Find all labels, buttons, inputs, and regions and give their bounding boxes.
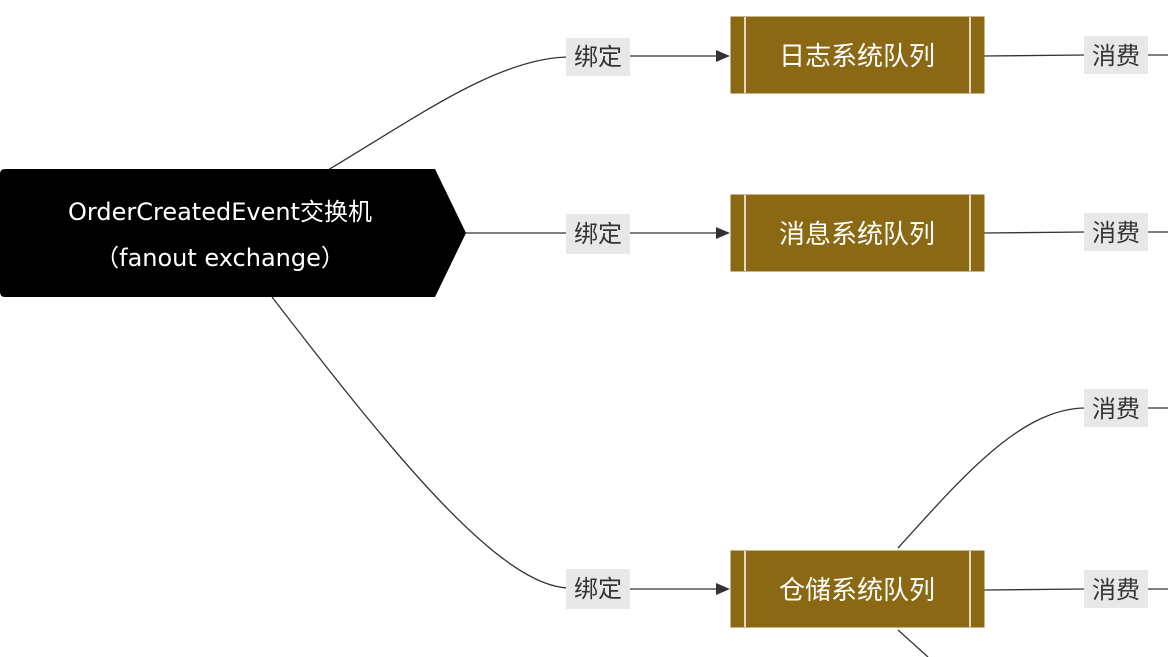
edge-message-queue-to-consume [983,231,1087,234]
edge-storage-queue-to-consume-middle [983,588,1087,591]
bind-label-text: 绑定 [574,220,622,248]
queue-node-log: 日志系统队列 [730,16,985,94]
arrow-head-message [716,227,730,239]
bind-label-bg [566,214,630,254]
edge-exchange-to-bind-log [327,56,571,171]
exchange-shape [0,169,466,297]
consume-label-storage-middle: 消费 [1084,570,1148,608]
queue-label: 消息系统队列 [779,220,935,250]
consume-label-storage-upper: 消费 [1084,389,1148,427]
queue-box [730,550,985,628]
consume-label-text: 消费 [1092,42,1140,70]
bind-label-message: 绑定 [566,214,630,254]
exchange-subtitle: （fanout exchange） [95,244,345,272]
edge-storage-queue-to-consume-upper [897,407,1087,549]
edge-log-queue-to-consume [983,54,1087,57]
consume-label-bg [1084,570,1148,608]
edge-storage-queue-to-bottom [897,629,929,657]
consume-label-text: 消费 [1092,395,1140,423]
arrow-head-log [716,50,730,62]
consume-label-text: 消费 [1092,219,1140,247]
queue-label: 日志系统队列 [779,42,935,72]
bind-label-text: 绑定 [574,575,622,603]
queue-label: 仓储系统队列 [779,576,935,606]
arrow-head-storage [716,583,730,595]
consume-label-bg [1084,36,1148,74]
consume-label-bg [1084,213,1148,251]
queue-node-storage: 仓储系统队列 [730,550,985,628]
bind-label-log: 绑定 [566,38,630,76]
exchange-title: OrderCreatedEvent交换机 [68,198,372,226]
bind-label-storage: 绑定 [566,569,630,609]
bind-label-bg [566,38,630,76]
consume-label-text: 消费 [1092,576,1140,604]
bind-label-bg [566,569,630,609]
queue-box [730,16,985,94]
consume-label-bg [1084,389,1148,427]
bind-label-text: 绑定 [574,43,622,71]
consume-label-log: 消费 [1084,36,1148,74]
edge-exchange-to-bind-storage [271,296,571,589]
exchange-node: OrderCreatedEvent交换机 （fanout exchange） [0,169,466,297]
consume-label-message: 消费 [1084,213,1148,251]
queue-node-message: 消息系统队列 [730,194,985,272]
queue-box [730,194,985,272]
